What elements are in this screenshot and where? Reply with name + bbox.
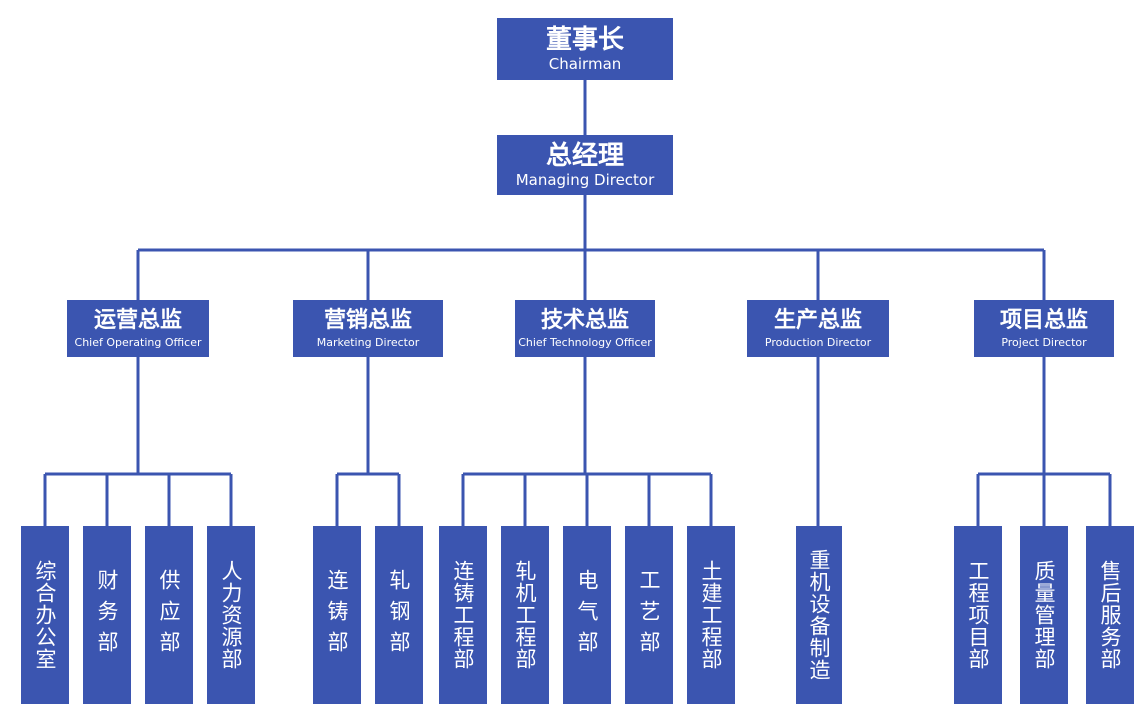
director-title-en: Chief Technology Officer <box>518 335 652 349</box>
department-box: 连铸部 <box>313 526 361 704</box>
director-box-operations: 运营总监 Chief Operating Officer <box>67 300 209 357</box>
director-title-zh: 运营总监 <box>93 307 182 333</box>
department-box: 供应部 <box>145 526 193 704</box>
department-box: 重机设备制造 <box>796 526 842 704</box>
managing-director-box: 总经理 Managing Director <box>497 135 673 195</box>
chairman-title-en: Chairman <box>548 55 622 73</box>
director-title-en: Project Director <box>1001 335 1087 349</box>
director-title-zh: 生产总监 <box>773 307 862 333</box>
department-box: 工程项目部 <box>954 526 1002 704</box>
department-box: 连铸工程部 <box>439 526 487 704</box>
director-box-project: 项目总监 Project Director <box>974 300 1114 357</box>
department-box: 电气部 <box>563 526 611 704</box>
director-title-en: Chief Operating Officer <box>74 335 202 349</box>
director-box-technology: 技术总监 Chief Technology Officer <box>515 300 655 357</box>
department-box: 轧钢部 <box>375 526 423 704</box>
director-title-zh: 项目总监 <box>999 307 1088 333</box>
director-title-zh: 技术总监 <box>540 307 629 333</box>
director-title-zh: 营销总监 <box>323 307 412 333</box>
managing-director-title-zh: 总经理 <box>545 141 624 171</box>
director-box-production: 生产总监 Production Director <box>747 300 889 357</box>
director-title-en: Production Director <box>764 335 872 349</box>
director-title-en: Marketing Director <box>316 335 420 349</box>
managing-director-title-en: Managing Director <box>515 171 655 189</box>
department-box: 综合办公室 <box>21 526 69 704</box>
chairman-title-zh: 董事长 <box>545 25 624 55</box>
department-box: 人力资源部 <box>207 526 255 704</box>
department-box: 工艺部 <box>625 526 673 704</box>
department-box: 财务部 <box>83 526 131 704</box>
department-box: 轧机工程部 <box>501 526 549 704</box>
chairman-box: 董事长 Chairman <box>497 18 673 80</box>
department-box: 售后服务部 <box>1086 526 1134 704</box>
department-box: 质量管理部 <box>1020 526 1068 704</box>
director-box-marketing: 营销总监 Marketing Director <box>293 300 443 357</box>
department-box: 土建工程部 <box>687 526 735 704</box>
